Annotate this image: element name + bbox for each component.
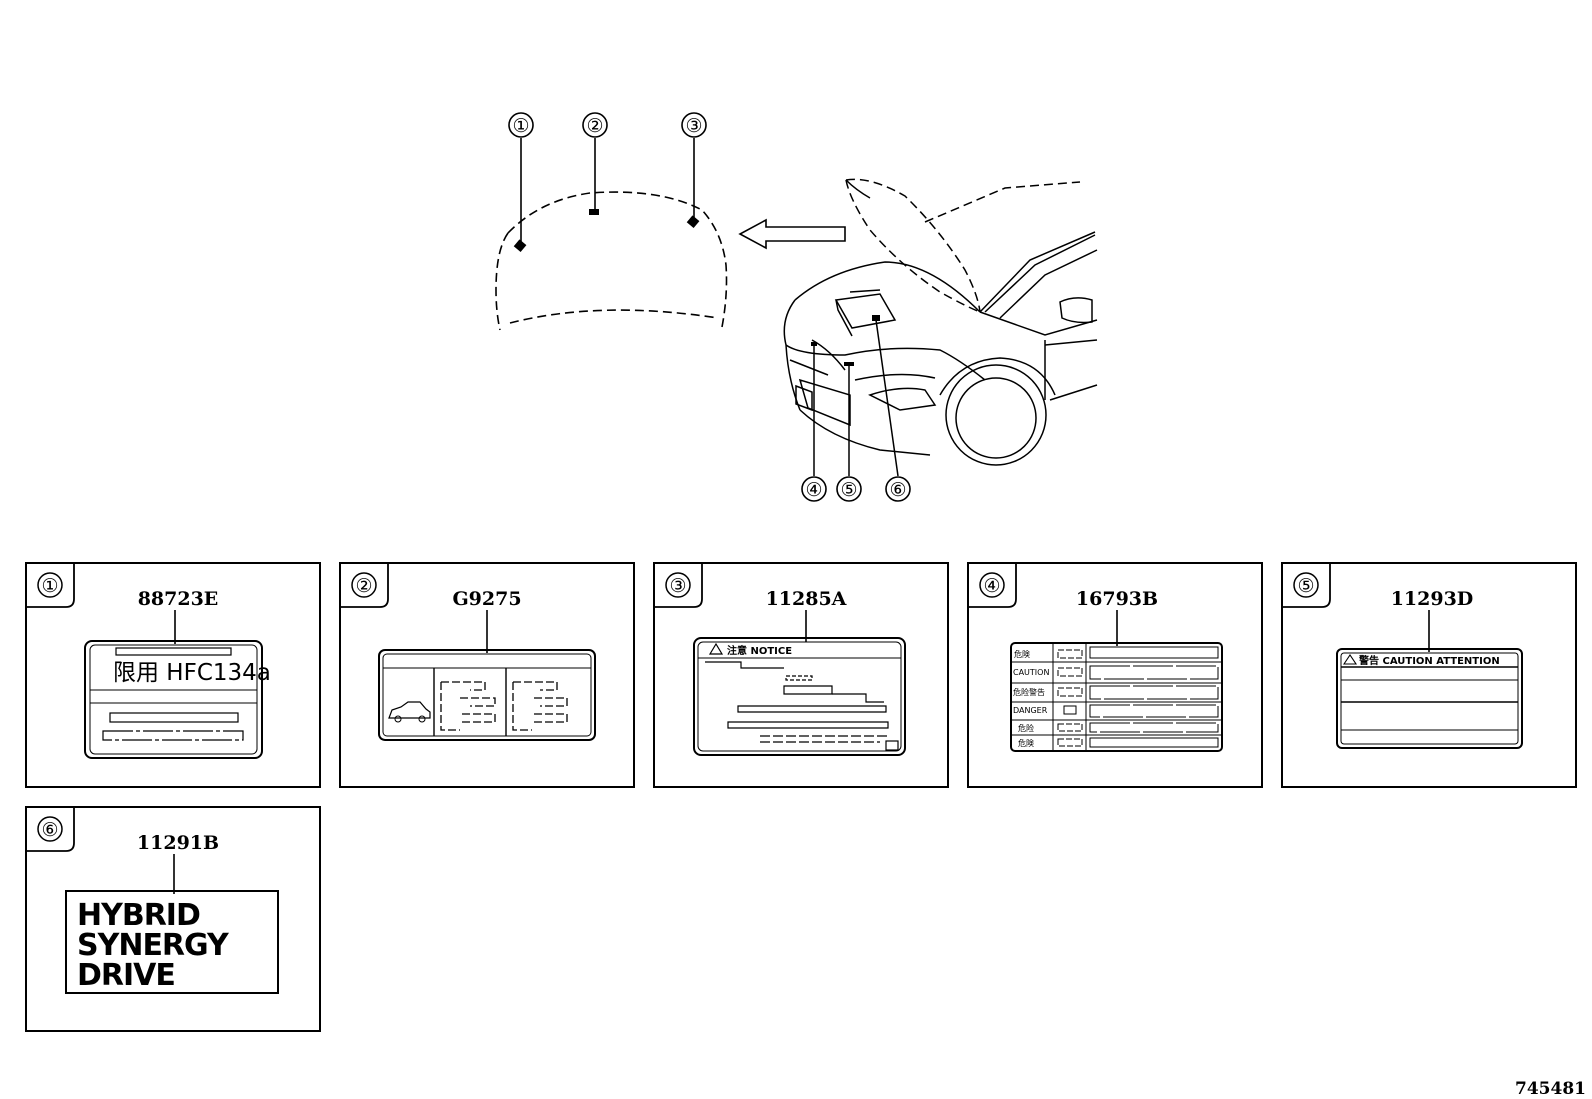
panel-6: ⑥ 11291B HYBRID SYNERGY DRIVE bbox=[25, 806, 321, 1032]
svg-text:CAUTION: CAUTION bbox=[1013, 668, 1049, 677]
label-11285A-text: 注意 NOTICE bbox=[727, 644, 792, 657]
panel-5: ⑤ 11293D 警告 CAUTION ATTENTION bbox=[1281, 562, 1577, 788]
hood-leader-lines bbox=[520, 138, 695, 243]
callout-3: ③ bbox=[681, 112, 707, 138]
callout-1: ① bbox=[508, 112, 534, 138]
label-88723E: 限用 HFC134a bbox=[84, 640, 271, 759]
diagram-id: 745481 bbox=[1515, 1079, 1586, 1099]
panel-4-callout: ④ bbox=[983, 575, 1000, 597]
hsd-line-3: DRIVE bbox=[77, 958, 175, 993]
callout-2: ② bbox=[582, 112, 608, 138]
hood-label-markers bbox=[513, 209, 700, 253]
direction-arrow bbox=[738, 218, 846, 250]
car-illustration bbox=[783, 178, 1098, 466]
panel-4-part-number: 16793B bbox=[1076, 588, 1158, 610]
svg-text:⑤: ⑤ bbox=[840, 479, 857, 501]
label-88723E-text: 限用 HFC134a bbox=[113, 660, 271, 686]
svg-text:危险: 危险 bbox=[1018, 723, 1034, 733]
callout-6: ⑥ bbox=[885, 476, 911, 502]
callout-5: ⑤ bbox=[836, 476, 862, 502]
svg-text:危险警告: 危险警告 bbox=[1013, 687, 1045, 697]
label-11291B: HYBRID SYNERGY DRIVE bbox=[65, 890, 279, 994]
hood-outline bbox=[495, 191, 728, 331]
svg-text:③: ③ bbox=[685, 115, 702, 137]
callout-4: ④ bbox=[801, 476, 827, 502]
panel-2-callout: ② bbox=[355, 575, 372, 597]
hsd-line-1: HYBRID bbox=[77, 898, 200, 933]
label-11285A: 注意 NOTICE bbox=[693, 637, 906, 756]
warning-icon bbox=[1342, 654, 1358, 665]
panel-3: ③ 11285A 注意 NOTICE bbox=[653, 562, 949, 788]
svg-text:④: ④ bbox=[805, 479, 822, 501]
svg-text:危険: 危険 bbox=[1014, 649, 1030, 659]
panel-2-part-number: G9275 bbox=[452, 588, 521, 610]
panel-5-part-number: 11293D bbox=[1391, 588, 1474, 610]
panel-6-callout: ⑥ bbox=[41, 819, 58, 841]
label-G9275 bbox=[378, 649, 596, 741]
label-16793B: 危険 CAUTION 危险警告 DANGER 危险 危険 bbox=[1010, 642, 1223, 752]
car-icon bbox=[388, 701, 431, 719]
panel-6-part-number: 11291B bbox=[137, 832, 219, 854]
svg-text:①: ① bbox=[512, 115, 529, 137]
label-11293D: 警告 CAUTION ATTENTION bbox=[1336, 648, 1523, 749]
panel-1-part-number: 88723E bbox=[138, 588, 219, 610]
panel-4: ④ 16793B bbox=[967, 562, 1263, 788]
panel-3-part-number: 11285A bbox=[766, 588, 847, 610]
svg-text:危険: 危険 bbox=[1018, 738, 1034, 748]
panel-5-callout: ⑤ bbox=[1297, 575, 1314, 597]
car-label-markers bbox=[811, 315, 880, 366]
svg-text:⑥: ⑥ bbox=[889, 479, 906, 501]
panel-1-callout: ① bbox=[41, 575, 58, 597]
warning-icon bbox=[708, 642, 724, 655]
hsd-line-2: SYNERGY bbox=[77, 928, 230, 963]
car-leader-lines bbox=[813, 319, 899, 477]
label-11293D-text: 警告 CAUTION ATTENTION bbox=[1358, 654, 1500, 667]
svg-text:DANGER: DANGER bbox=[1013, 706, 1048, 715]
panel-3-callout: ③ bbox=[669, 575, 686, 597]
panel-2: ② G9275 bbox=[339, 562, 635, 788]
panel-1: ① 88723E 限用 HFC134a bbox=[25, 562, 321, 788]
svg-text:②: ② bbox=[586, 115, 603, 137]
